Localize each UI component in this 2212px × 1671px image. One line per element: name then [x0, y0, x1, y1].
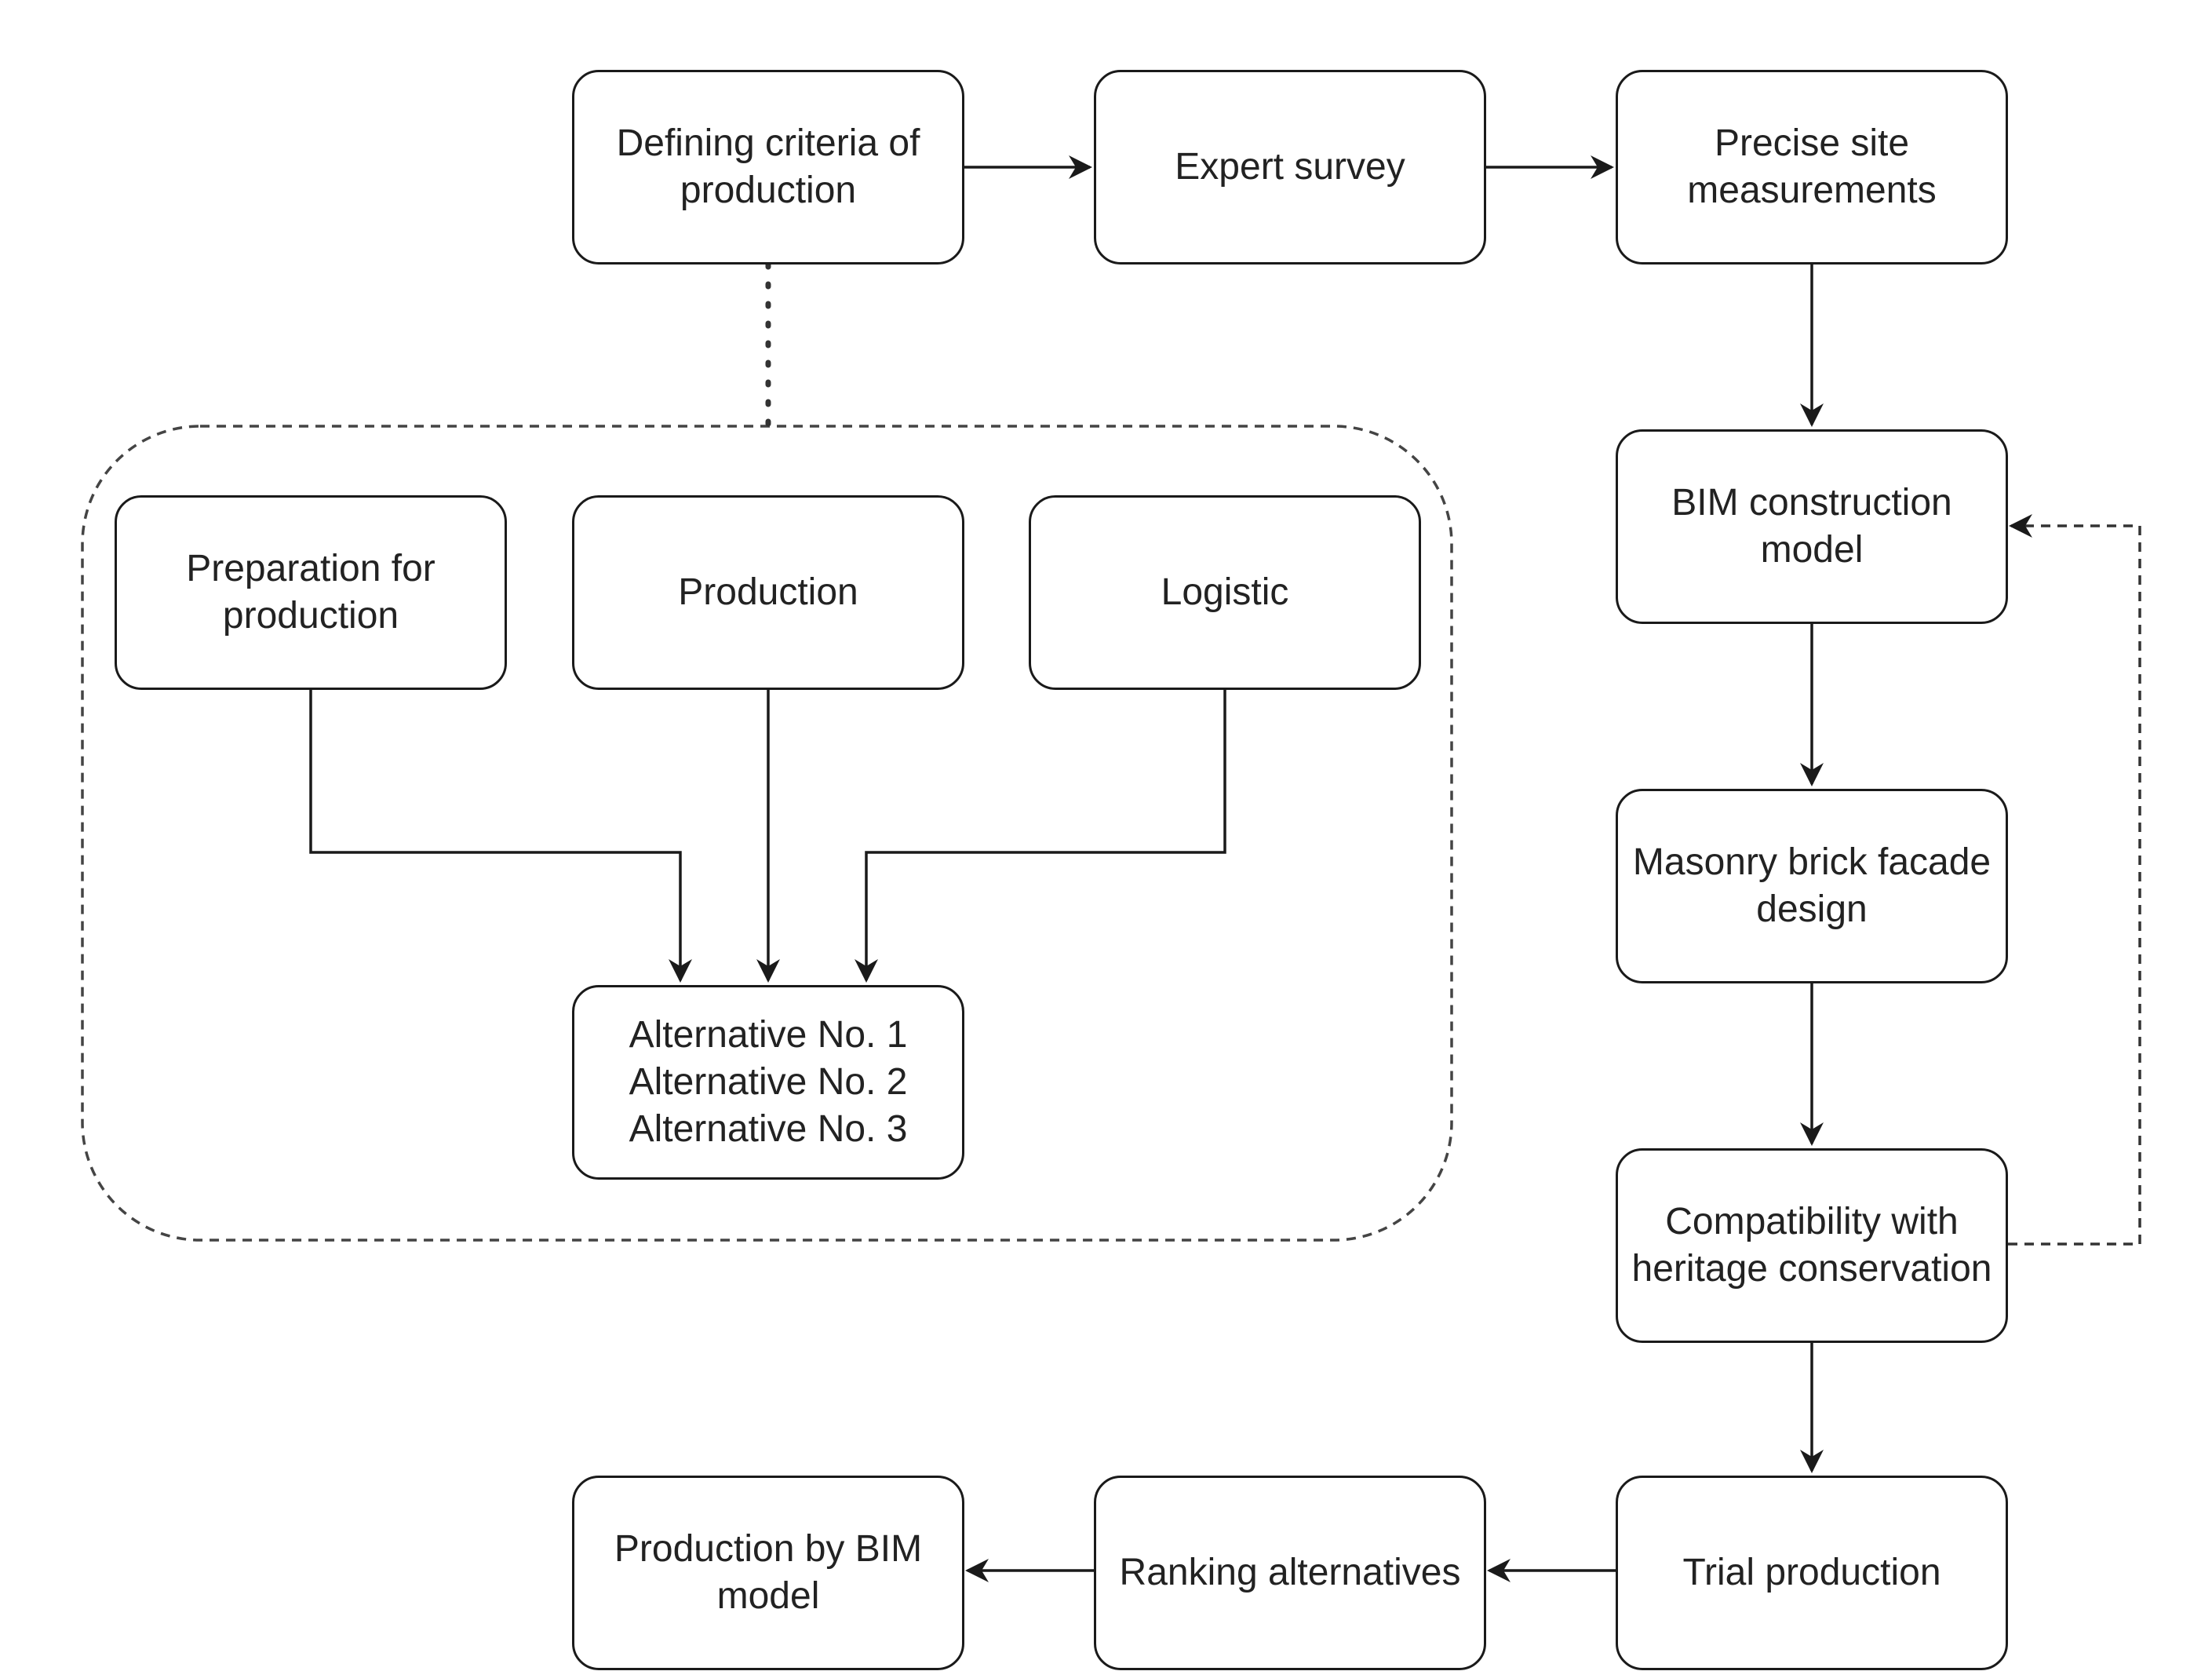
node-label-line: Ranking alternatives — [1119, 1552, 1461, 1593]
node-label-line: Compatibility with — [1665, 1201, 1959, 1242]
node-label-line: Production by BIM — [614, 1528, 923, 1570]
edge-compatibility-to-bim-feedback — [2008, 514, 2141, 1246]
node-label-line: design — [1756, 888, 1868, 930]
node-label-line: model — [1760, 529, 1864, 571]
node-label-line: Alternative No. 3 — [629, 1108, 908, 1150]
node-production[interactable]: Production — [572, 495, 964, 690]
node-bim-construction-model[interactable]: BIM construction model — [1616, 429, 2008, 624]
node-trial-production[interactable]: Trial production — [1616, 1476, 2008, 1670]
node-defining-criteria[interactable]: Defining criteria of production — [572, 70, 964, 265]
node-label-line: heritage conservation — [1631, 1248, 1992, 1290]
edge-preparation-to-alternatives — [309, 688, 692, 983]
node-alternatives[interactable]: Alternative No. 1 Alternative No. 2 Alte… — [572, 985, 964, 1180]
node-label-line: Logistic — [1161, 571, 1289, 613]
node-label-line: measurements — [1687, 170, 1937, 211]
node-label-line: Production — [678, 571, 858, 613]
node-label-line: BIM construction — [1671, 482, 1952, 524]
edge-logistic-to-alternatives — [855, 688, 1226, 983]
node-production-by-bim-model[interactable]: Production by BIM model — [572, 1476, 964, 1670]
node-label-line: Masonry brick facade — [1632, 841, 1992, 883]
node-label-line: Expert survey — [1175, 146, 1405, 188]
node-label-line: Defining criteria of — [616, 122, 920, 164]
node-label-line: Precise site — [1714, 122, 1910, 164]
node-label-line: Alternative No. 2 — [629, 1061, 908, 1103]
node-label-line: Preparation for — [186, 548, 435, 589]
node-logistic[interactable]: Logistic — [1029, 495, 1421, 690]
node-ranking-alternatives[interactable]: Ranking alternatives — [1094, 1476, 1486, 1670]
node-precise-site-measurements[interactable]: Precise site measurements — [1616, 70, 2008, 265]
node-label-line: model — [716, 1575, 820, 1617]
node-label-line: production — [222, 595, 399, 637]
node-label-line: Alternative No. 1 — [629, 1014, 908, 1056]
node-expert-survey[interactable]: Expert survey — [1094, 70, 1486, 265]
node-label-line: Trial production — [1682, 1552, 1941, 1593]
node-compatibility-heritage[interactable]: Compatibility with heritage conservation — [1616, 1148, 2008, 1343]
node-preparation-for-production[interactable]: Preparation for production — [115, 495, 507, 690]
node-label-line: production — [680, 170, 857, 211]
node-masonry-brick-facade-design[interactable]: Masonry brick facade design — [1616, 789, 2008, 983]
